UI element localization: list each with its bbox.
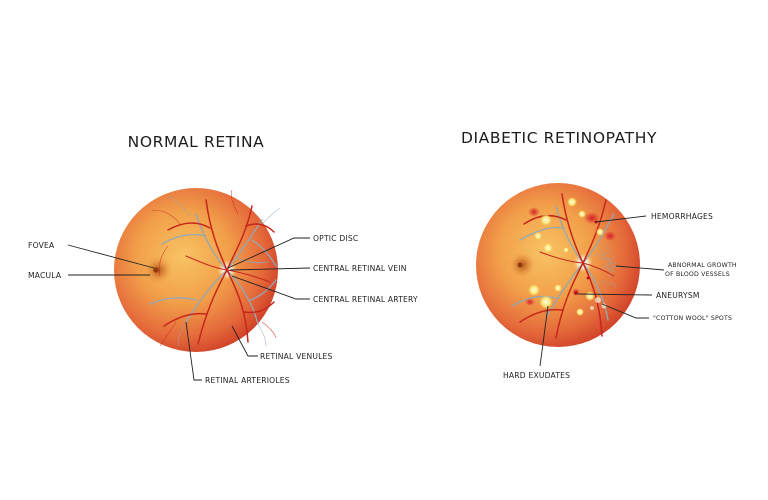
- leader-hard-exudates: [539, 305, 549, 367]
- leader-fovea: [67, 244, 155, 269]
- diabetic-veins: [511, 205, 615, 321]
- abnormal-vessel-growth: [593, 243, 620, 289]
- diabetic-retina-leaders: [539, 215, 665, 367]
- leader-aneurysm: [577, 293, 653, 296]
- normal-arteries: [163, 199, 275, 345]
- label-aneurysm: ANEURYSM: [656, 291, 700, 300]
- hard-exudates: [528, 197, 604, 316]
- label-fovea: FOVEA: [28, 241, 55, 250]
- leader-retinal-venules: [231, 325, 258, 357]
- leader-retinal-arterioles: [185, 321, 202, 381]
- normal-fovea: [153, 267, 159, 273]
- leader-central-retinal-artery: [231, 275, 310, 300]
- leader-hemorrhages: [595, 215, 647, 223]
- diabetic-arteries: [519, 193, 615, 339]
- leader-optic-disc: [227, 237, 310, 269]
- label-retinal-venules: RETINAL VENULES: [260, 352, 333, 361]
- normal-retina-leaders: [67, 237, 311, 381]
- normal-retina-title: NORMAL RETINA: [128, 133, 265, 151]
- leader-abnormal-growth: [615, 265, 665, 271]
- diabetic-retinopathy-title: DIABETIC RETINOPATHY: [461, 129, 657, 147]
- label-abnormal-growth-line1: ABNORMAL GROWTH: [668, 262, 737, 269]
- label-macula: MACULA: [28, 271, 62, 280]
- label-abnormal-growth-line2: OF BLOOD VESSELS: [665, 271, 730, 278]
- label-hard-exudates: HARD EXUDATES: [503, 371, 570, 380]
- leader-central-retinal-vein: [229, 267, 311, 271]
- leader-cotton-wool-spots: [601, 303, 649, 319]
- diabetic-retina-fundus: [476, 183, 640, 347]
- normal-retina-fundus: [114, 188, 281, 352]
- label-central-retinal-vein: CENTRAL RETINAL VEIN: [313, 264, 407, 273]
- label-cotton-wool-spots: "COTTON WOOL" SPOTS: [653, 315, 732, 322]
- label-central-retinal-artery: CENTRAL RETINAL ARTERY: [313, 295, 418, 304]
- label-retinal-arterioles: RETINAL ARTERIOLES: [205, 376, 290, 385]
- label-optic-disc: OPTIC DISC: [313, 234, 358, 243]
- aneurysms: [574, 220, 598, 295]
- label-hemorrhages: HEMORRHAGES: [651, 212, 713, 221]
